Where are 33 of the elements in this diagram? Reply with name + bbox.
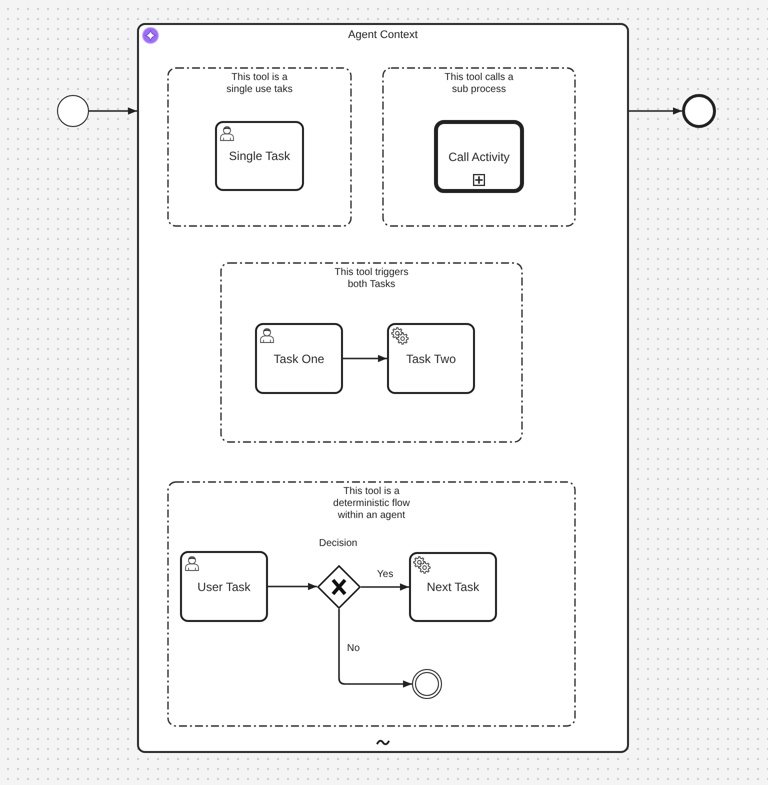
dash-dot-group-frame [167,67,352,227]
dash-dot-group-frame [382,67,576,227]
task-label: Call Activity [447,150,511,164]
task-label: Next Task [426,580,480,594]
sequence-flow-arrow [629,107,682,115]
task-label: Single Task [228,149,292,163]
subprocess-container [137,23,629,753]
gateway-label: Decision [319,538,358,550]
group-heading: This tool is a deterministic flow within an agent [332,486,411,522]
task-box [215,121,304,191]
double-circle-event [412,669,442,699]
task-box [409,552,497,622]
sequence-flow-arrow [343,354,387,362]
container-title: Agent Context [348,29,418,42]
task-label: User Task [196,580,252,594]
group-heading: This tool triggers both Tasks [334,267,410,291]
task-box [180,551,268,622]
task-box [387,323,475,394]
call-activity-box [434,120,524,193]
dash-dot-group-frame [220,262,523,443]
task-label: Task Two [405,352,457,366]
sequence-flow-arrow [268,582,317,590]
gateway-diamond [317,565,361,609]
task-label: Task One [272,352,326,366]
end-event-circle [682,94,716,128]
start-event-circle [57,95,89,127]
sequence-flow-arrow [361,583,409,591]
dash-dot-group-frame [167,481,576,727]
group-heading: This tool calls a sub process [444,72,514,96]
sequence-flow-arrow [89,107,137,115]
group-heading: This tool is a single use taks [225,72,294,96]
task-box [255,323,343,394]
sequence-flow-arrow [338,609,412,688]
